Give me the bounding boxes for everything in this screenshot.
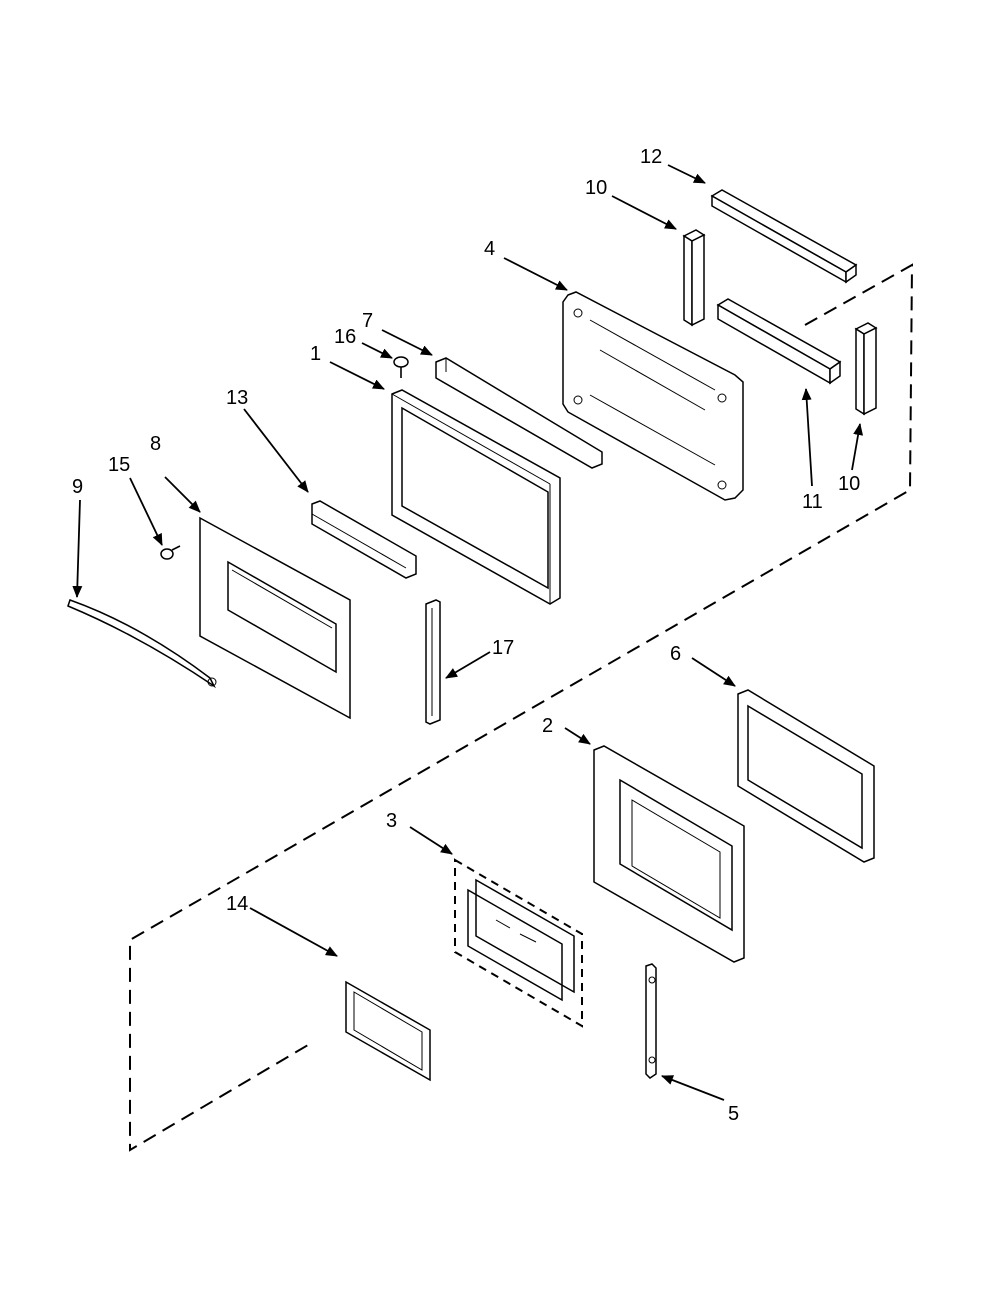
part-12-trim-bar xyxy=(710,189,858,284)
callout-7: 7 xyxy=(362,310,373,332)
part-4-back-panel xyxy=(562,291,744,501)
callout-11: 11 xyxy=(802,491,823,513)
part-13-bracket xyxy=(311,500,417,579)
part-6-gasket xyxy=(737,689,875,863)
part-2-inner-door xyxy=(593,745,745,963)
part-1-door-frame xyxy=(391,389,561,605)
callout-2: 2 xyxy=(542,715,553,737)
part-9-handle xyxy=(67,599,217,689)
callout-labels: 12 10 4 7 16 1 13 8 15 9 17 11 10 6 2 3 … xyxy=(72,146,860,1125)
leader-lines xyxy=(72,164,864,1101)
section-divider xyxy=(129,263,914,1152)
part-7-top-strip xyxy=(435,357,603,469)
callout-17: 17 xyxy=(492,637,514,659)
part-5-hinge-arm xyxy=(645,963,657,1079)
part-10-spacer-right xyxy=(854,322,878,416)
part-16-screw xyxy=(393,356,409,378)
part-14-window-insert xyxy=(345,980,431,1082)
callout-16: 16 xyxy=(334,326,356,348)
part-3-glass-assembly xyxy=(454,858,583,1028)
callout-12: 12 xyxy=(640,146,662,168)
part-10-spacer-left xyxy=(682,229,706,327)
callout-8: 8 xyxy=(150,433,161,455)
callout-3: 3 xyxy=(386,810,397,832)
callout-10-top: 10 xyxy=(585,177,607,199)
callout-10-right: 10 xyxy=(838,473,860,495)
callout-4: 4 xyxy=(484,238,495,260)
part-17-hinge-channel xyxy=(425,599,441,725)
callout-6: 6 xyxy=(670,643,681,665)
part-8-outer-door-panel xyxy=(199,516,351,720)
callout-9: 9 xyxy=(72,476,83,498)
part-15-fastener xyxy=(160,545,181,560)
callout-15: 15 xyxy=(108,454,130,476)
part-11-trim-bar xyxy=(716,298,842,385)
callout-13: 13 xyxy=(226,387,248,409)
callout-5: 5 xyxy=(728,1103,739,1125)
callout-1: 1 xyxy=(310,343,321,365)
callout-14: 14 xyxy=(226,893,248,915)
